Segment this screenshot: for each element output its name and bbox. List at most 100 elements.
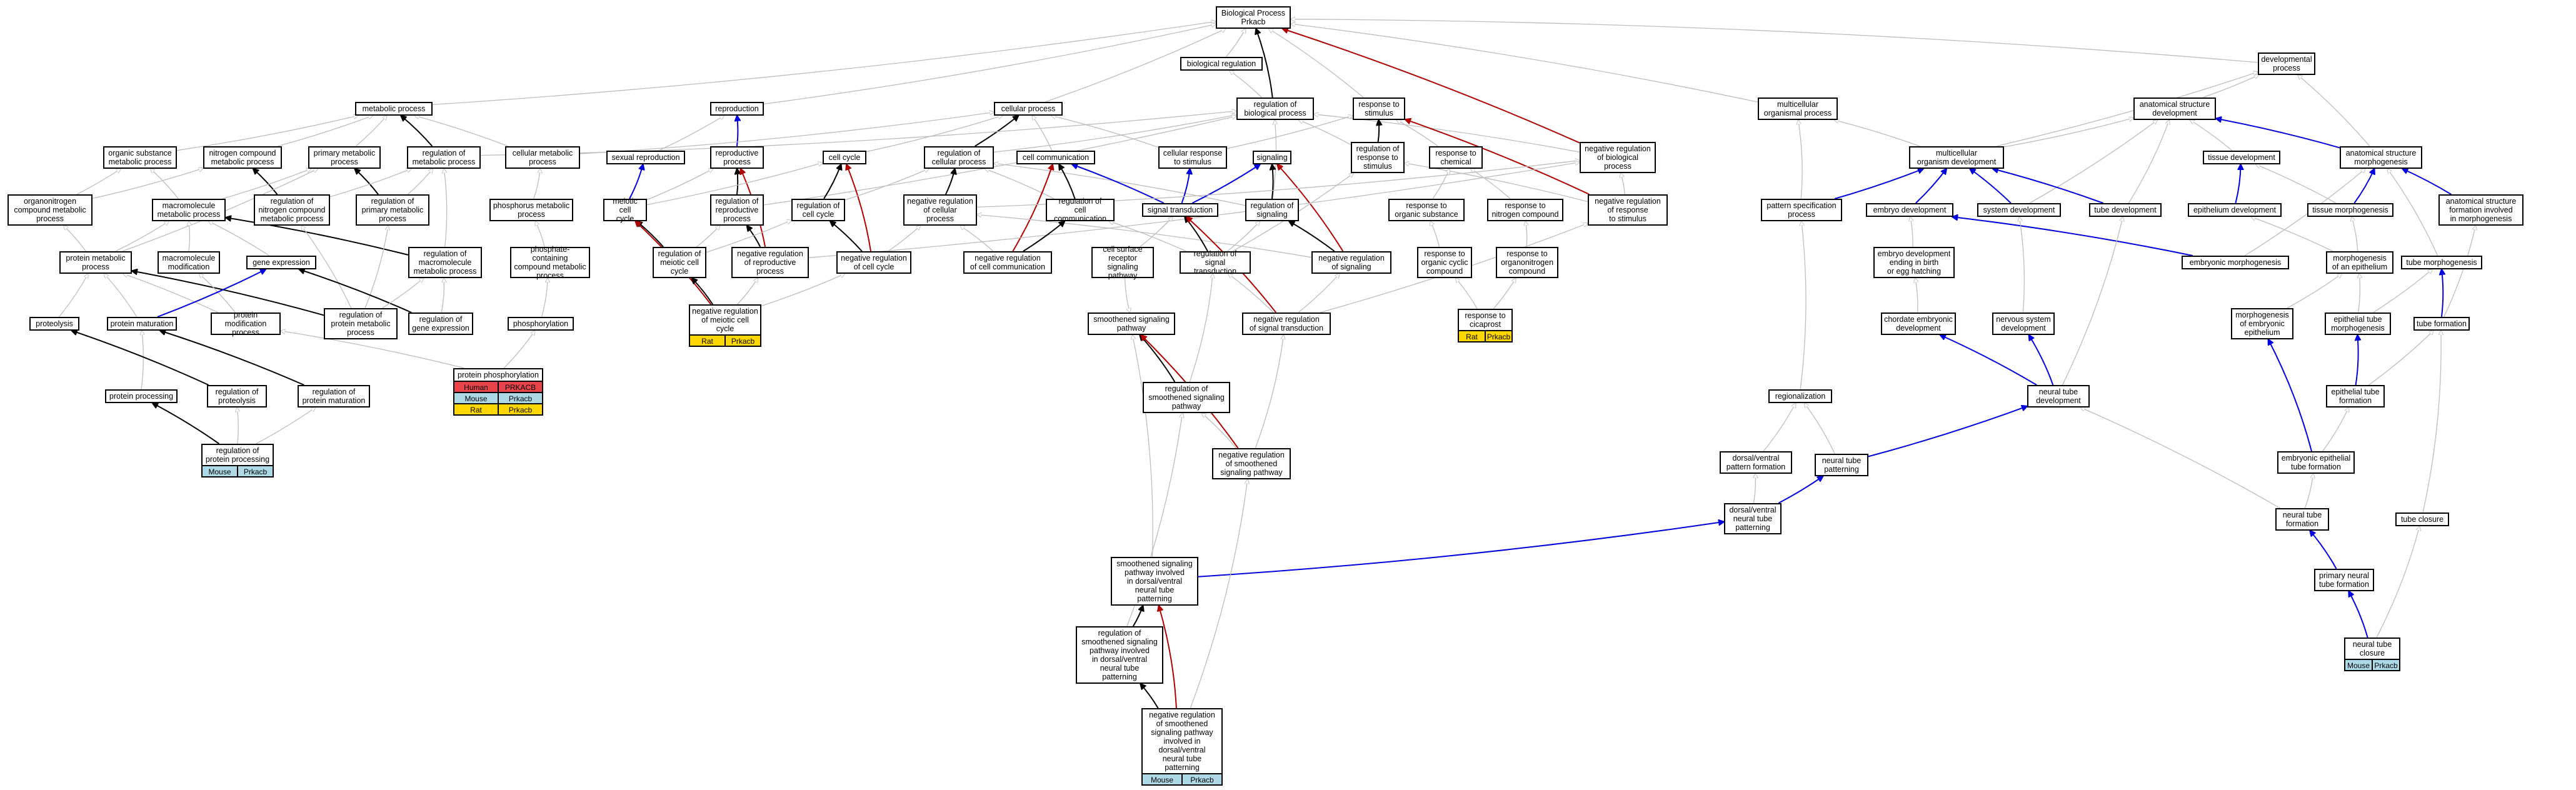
go-term-neuraltubedev[interactable]: neural tube development [2027,385,2090,408]
go-term-regmacro[interactable]: regulation of macromolecule metabolic pr… [408,247,482,278]
go-term-regprotmet[interactable]: regulation of protein metabolic process [324,308,398,339]
go-term-repproc[interactable]: reproductive process [710,146,764,169]
go-term-epidev[interactable]: epithelium development [2188,203,2282,217]
go-term-cellresp[interactable]: cellular response to stimulus [1158,146,1227,169]
go-term-morphemb[interactable]: morphogenesis of embryonic epithelium [2231,308,2293,339]
go-term-regmet[interactable]: regulation of metabolic process [407,146,481,169]
go-term-regprotproc[interactable]: regulation of protein processing [201,444,274,466]
go-term-regbio[interactable]: regulation of biological process [1236,98,1314,120]
go-term-regcellcycle[interactable]: regulation of cell cycle [791,199,845,221]
go-term-tubedev[interactable]: tube development [2089,203,2162,217]
go-term-regsigtrans[interactable]: regulation of signal transduction [1180,249,1251,276]
go-term-bioreg[interactable]: biological regulation [1180,57,1263,71]
go-term-regprimmet[interactable]: regulation of primary metabolic process [356,194,429,226]
go-term-regproteo[interactable]: regulation of proteolysis [207,385,267,408]
go-term-embend[interactable]: embryo development ending in birth or eg… [1873,247,1955,278]
go-term-anatdev[interactable]: anatomical structure development [2133,98,2216,120]
go-term-resporgnit[interactable]: response to organonitrogen compound [1496,247,1558,278]
go-term-orgnitro[interactable]: organonitrogen compound metabolic proces… [8,194,93,226]
go-term-sigtrans[interactable]: signal transduction [1142,203,1218,217]
go-term-embmorph[interactable]: embryonic morphogenesis [2182,256,2289,269]
go-term-regmeiotic[interactable]: regulation of meiotic cell cycle [653,247,706,278]
go-term-metab[interactable]: metabolic process [355,102,433,116]
go-term-embepitube[interactable]: embryonic epithelial tube formation [2277,451,2355,474]
go-term-multdev[interactable]: multicellular organism development [1909,146,2004,169]
go-term-chordate[interactable]: chordate embryonic development [1881,312,1956,335]
go-term-respcic[interactable]: response to cicaprost [1458,309,1513,331]
go-term-sysdev[interactable]: system development [1977,203,2061,217]
go-term-multorg[interactable]: multicellular organismal process [1758,98,1838,120]
go-term-regprotmat[interactable]: regulation of protein maturation [298,385,370,408]
go-term-proteolysis[interactable]: proteolysis [29,317,79,331]
go-term-ntclosure[interactable]: neural tube closure [2344,638,2400,660]
go-term-negregresp[interactable]: negative regulation of response to stimu… [1588,194,1668,226]
go-term-geneexp[interactable]: gene expression [246,256,316,269]
go-term-meiotic[interactable]: meiotic cell cycle [603,197,647,223]
go-term-orgsub[interactable]: organic substance metabolic process [103,146,177,169]
go-term-tubeform[interactable]: tube formation [2413,317,2470,331]
go-term-protmod[interactable]: protein modification process [211,311,281,337]
go-term-phoscont[interactable]: phosphate-containing compound metabolic … [510,245,590,280]
go-term-cellcycle[interactable]: cell cycle [823,151,866,164]
go-term-negregcc[interactable]: negative regulation of cell cycle [836,251,911,274]
go-term-cellsurf[interactable]: cell surface receptor signaling pathway [1091,245,1154,280]
go-term-regnitro[interactable]: regulation of nitrogen compound metaboli… [254,194,330,226]
go-term-cellcomm[interactable]: cell communication [1016,151,1095,164]
go-term-protphos[interactable]: protein phosphorylation [453,368,543,382]
go-term-regcellcomm[interactable]: regulation of cell communication [1046,197,1115,223]
go-term-protmat[interactable]: protein maturation [107,317,177,331]
go-term-negregmeiotic[interactable]: negative regulation of meiotic cell cycl… [689,304,761,336]
go-term-respchem[interactable]: response to chemical [1429,146,1483,169]
go-term-respstim[interactable]: response to stimulus [1353,98,1405,120]
go-term-embdev[interactable]: embryo development [1866,203,1953,217]
go-term-nitro[interactable]: nitrogen compound metabolic process [203,146,282,169]
go-term-resporgsub[interactable]: response to organic substance [1388,199,1465,221]
go-term-negregbio[interactable]: negative regulation of biological proces… [1580,142,1656,173]
go-term-tissuemorph[interactable]: tissue morphogenesis [2307,203,2393,217]
go-term-dvpattern[interactable]: dorsal/ventral pattern formation [1720,451,1792,474]
go-term-ntpattern[interactable]: neural tube patterning [1815,454,1868,476]
go-term-negregrep[interactable]: negative regulation of reproductive proc… [731,247,809,278]
go-term-regrespstim[interactable]: regulation of response to stimulus [1351,142,1405,173]
go-term-regionalization[interactable]: regionalization [1768,389,1832,403]
go-term-negregcellproc[interactable]: negative regulation of cellular process [903,194,977,226]
go-term-tubemorph[interactable]: tube morphogenesis [2401,256,2482,269]
go-term-cellmet[interactable]: cellular metabolic process [505,146,580,169]
go-term-regsmooth[interactable]: regulation of smoothened signaling pathw… [1143,382,1230,413]
go-term-cellproc[interactable]: cellular process [994,102,1063,116]
go-term-negregsig[interactable]: negative regulation of signaling [1311,251,1391,274]
go-term-epitubemorph[interactable]: epithelial tube morphogenesis [2325,312,2391,335]
go-term-reprod[interactable]: reproduction [710,102,764,116]
go-term-macromod[interactable]: macromolecule modification [158,251,220,274]
go-term-patspec[interactable]: pattern specification process [1761,199,1842,221]
go-term-reggeneexp[interactable]: regulation of gene expression [408,312,473,335]
go-term-negregsmoothdv[interactable]: negative regulation of smoothened signal… [1141,708,1223,774]
go-term-respoc[interactable]: response to organic cyclic compound [1417,247,1472,278]
go-term-negregsmooth[interactable]: negative regulation of smoothened signal… [1212,448,1291,479]
go-term-negregsigtrans[interactable]: negative regulation of signal transducti… [1242,312,1331,335]
go-term-protproc[interactable]: protein processing [105,389,178,403]
go-term-epitubeform[interactable]: epithelial tube formation [2326,385,2385,408]
go-term-tubeclosure[interactable]: tube closure [2395,512,2449,526]
go-term-signaling[interactable]: signaling [1253,151,1291,164]
go-term-regsmoothdv[interactable]: regulation of smoothened signaling pathw… [1076,626,1163,684]
go-term-tissuedev[interactable]: tissue development [2203,151,2280,164]
go-term-root[interactable]: Biological Process Prkacb [1216,6,1291,29]
go-term-negregcellcomm[interactable]: negative regulation of cell communicatio… [963,251,1052,274]
go-term-macromet[interactable]: macromolecule metabolic process [152,199,226,221]
go-term-anatmorph[interactable]: anatomical structure morphogenesis [2340,146,2422,169]
go-term-dvntpattern[interactable]: dorsal/ventral neural tube patterning [1724,503,1782,534]
go-term-anatform[interactable]: anatomical structure formation involved … [2438,194,2523,226]
go-term-primmet[interactable]: primary metabolic process [308,146,381,169]
go-term-regsig[interactable]: regulation of signaling [1245,199,1299,221]
go-term-regcellproc[interactable]: regulation of cellular process [924,146,994,169]
go-term-sexrep[interactable]: sexual reproduction [606,151,685,164]
go-term-smoothdv[interactable]: smoothened signaling pathway involved in… [1111,557,1198,606]
go-term-devproc[interactable]: developmental process [2258,52,2315,75]
go-term-morphepi[interactable]: morphogenesis of an epithelium [2326,251,2393,274]
go-term-ntform[interactable]: neural tube formation [2275,508,2329,531]
go-term-smoothsig[interactable]: smoothened signaling pathway [1088,312,1175,335]
go-term-nervous[interactable]: nervous system development [1992,312,2055,335]
go-term-phosphorylation[interactable]: phosphorylation [508,317,574,331]
go-term-phosmet[interactable]: phosphorus metabolic process [489,199,573,221]
